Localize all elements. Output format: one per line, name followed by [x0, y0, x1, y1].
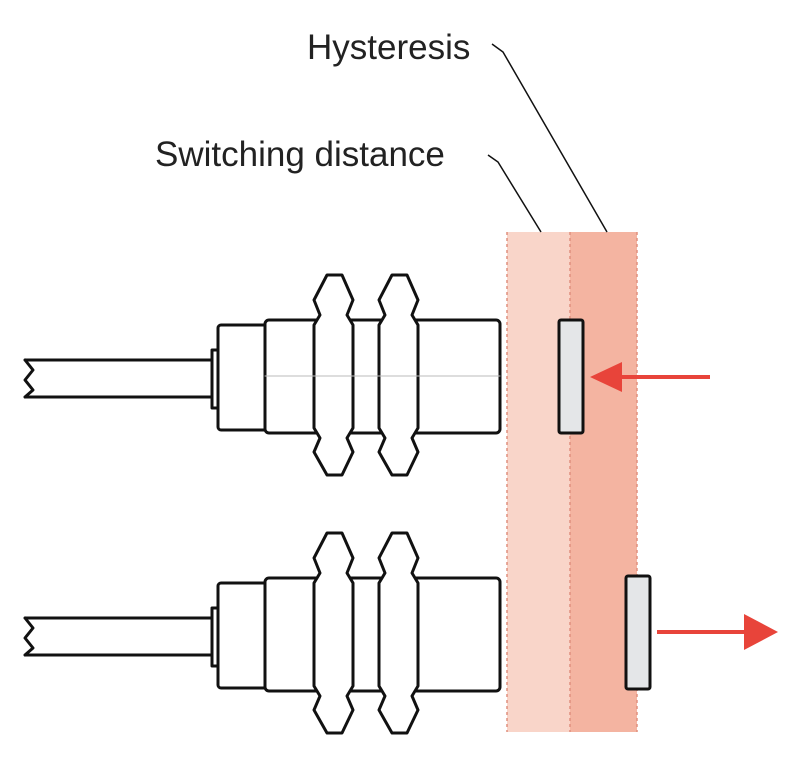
switching-distance-zone [507, 232, 570, 732]
lock-nut-2 [377, 531, 420, 735]
withdraw-arrow [657, 614, 778, 650]
sensor-approaching [23, 273, 502, 477]
withdraw-arrow-head [744, 614, 778, 650]
sensor-cable [23, 616, 214, 657]
sensor-housing-rear [216, 581, 270, 690]
lock-nut-2 [377, 273, 420, 477]
switching-distance-leader-line [487, 154, 542, 233]
hysteresis-leader-line [491, 43, 608, 233]
switching-distance-label: Switching distance [155, 135, 445, 174]
sensor-housing-rear [216, 323, 270, 432]
metal-target-approaching [557, 318, 585, 435]
lock-nut-1 [312, 531, 355, 735]
approach-arrow [590, 362, 710, 392]
approach-arrow-head [590, 362, 622, 392]
metal-target-receding [624, 574, 652, 691]
lock-nut-1 [312, 273, 355, 477]
sensor-receding [23, 531, 502, 735]
hysteresis-label: Hysteresis [307, 28, 470, 67]
annotations: Hysteresis Switching distance [155, 28, 608, 233]
detection-zones [506, 232, 638, 732]
sensor-cable [23, 358, 214, 399]
